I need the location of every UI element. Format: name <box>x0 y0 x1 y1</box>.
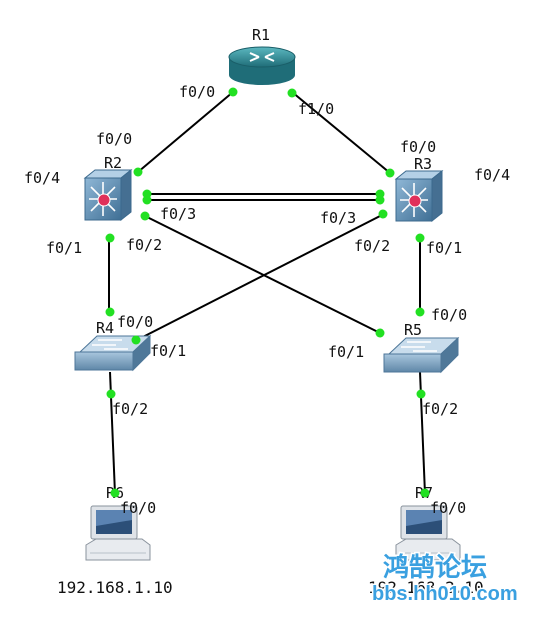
links <box>108 91 426 495</box>
link-r1-r3[interactable] <box>291 91 391 174</box>
port-label: f0/0 <box>117 313 153 331</box>
port-label: f0/2 <box>112 400 148 418</box>
port-dots <box>105 87 430 498</box>
port-dot[interactable] <box>420 488 430 498</box>
port-dot[interactable] <box>131 335 141 345</box>
port-label: f0/0 <box>400 138 436 156</box>
port-label: f0/2 <box>422 400 458 418</box>
port-dot[interactable] <box>133 167 143 177</box>
device-label-r3: R3 <box>414 155 432 173</box>
port-label: f0/1 <box>150 342 186 360</box>
port-dot[interactable] <box>378 209 388 219</box>
router-r1[interactable] <box>228 46 296 85</box>
port-dot[interactable] <box>106 389 116 399</box>
device-label-r1: R1 <box>252 26 270 44</box>
watermark-url: bbs.hh010.com <box>372 583 518 605</box>
watermark: 鸿鹄论坛 bbs.hh010.com <box>371 551 520 607</box>
port-dot[interactable] <box>142 195 152 205</box>
port-label: f0/2 <box>354 237 390 255</box>
pc-r7[interactable] <box>395 505 461 561</box>
multilayer-switch-r2[interactable] <box>83 168 133 222</box>
port-label: f0/3 <box>320 209 356 227</box>
port-dot[interactable] <box>375 195 385 205</box>
device-label-r4: R4 <box>96 319 114 337</box>
router-arrows-icon <box>249 52 275 62</box>
link-r2-r5[interactable] <box>144 215 381 334</box>
port-labels: f0/0 f1/0 f0/0 f0/4 f0/3 f0/1 f0/2 f0/0 … <box>24 83 510 517</box>
port-label: f0/3 <box>160 205 196 223</box>
port-dot[interactable] <box>416 389 426 399</box>
device-label-r2: R2 <box>104 154 122 172</box>
link-r1-r2[interactable] <box>137 91 234 173</box>
port-label: f0/1 <box>426 239 462 257</box>
port-dot[interactable] <box>105 233 115 243</box>
switch-arrows-icon <box>401 341 437 352</box>
port-dot[interactable] <box>105 307 115 317</box>
link-r3-r4[interactable] <box>134 214 383 342</box>
port-dot[interactable] <box>228 87 238 97</box>
pc-r6[interactable] <box>85 505 151 561</box>
ip-label-r7: 192.168.2.10 <box>368 578 484 597</box>
port-label: f0/0 <box>179 83 215 101</box>
switch-arrows-icon <box>92 339 128 350</box>
multilayer-switch-r3[interactable] <box>394 169 444 223</box>
device-label-r5: R5 <box>404 321 422 339</box>
port-dot[interactable] <box>415 233 425 243</box>
port-label: f0/4 <box>24 169 60 187</box>
port-dot[interactable] <box>415 307 425 317</box>
ip-label-r6: 192.168.1.10 <box>57 578 173 597</box>
port-label: f0/0 <box>96 130 132 148</box>
port-dot[interactable] <box>375 328 385 338</box>
port-dot[interactable] <box>287 88 297 98</box>
switch-r5[interactable] <box>383 336 460 374</box>
port-label: f0/4 <box>474 166 510 184</box>
port-label: f0/1 <box>328 343 364 361</box>
port-label: f1/0 <box>298 100 334 118</box>
port-label: f0/2 <box>126 236 162 254</box>
watermark-title: 鸿鹄论坛 <box>383 552 487 583</box>
port-label: f0/0 <box>430 499 466 517</box>
port-dot[interactable] <box>385 168 395 178</box>
port-dot[interactable] <box>140 211 150 221</box>
port-dot[interactable] <box>110 488 120 498</box>
port-label: f0/0 <box>431 306 467 324</box>
port-label: f0/1 <box>46 239 82 257</box>
port-label: f0/0 <box>120 499 156 517</box>
